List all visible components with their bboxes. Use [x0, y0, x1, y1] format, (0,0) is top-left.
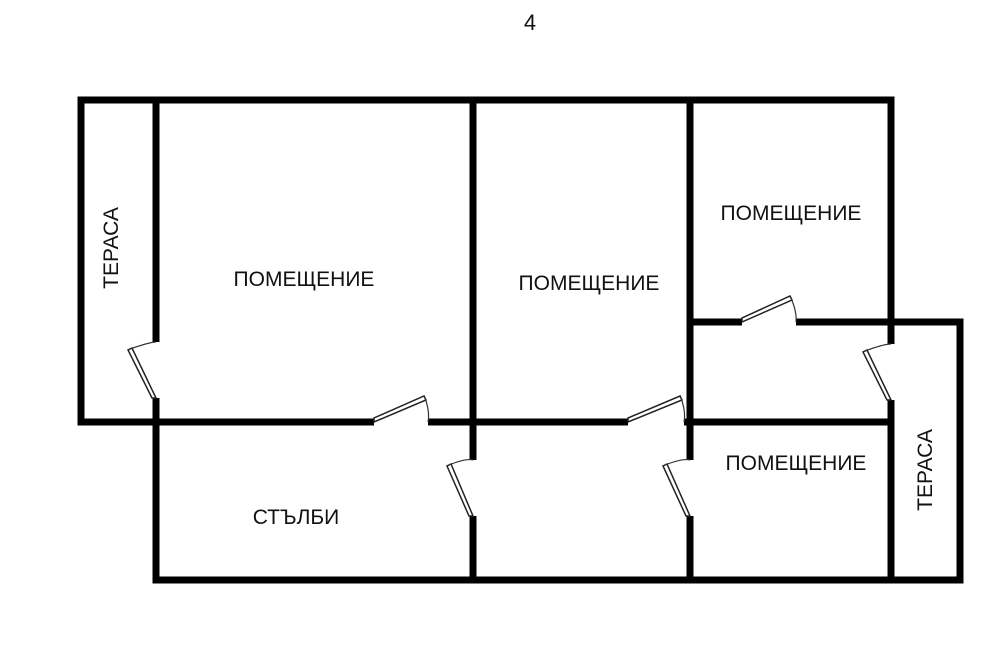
door-terrace-right	[861, 343, 893, 401]
room-top-right-label: ПОМЕЩЕНИЕ	[721, 202, 862, 225]
door-terrace-left	[126, 341, 158, 399]
door-room-large	[373, 395, 430, 424]
stairs-label: СТЪЛБИ	[253, 506, 340, 529]
terrace-left-label: ТЕРАСА	[100, 207, 123, 289]
upper-block-wall	[77, 96, 895, 426]
walls	[77, 96, 964, 584]
room-middle-label: ПОМЕЩЕНИЕ	[519, 272, 660, 295]
floor-number: 4	[524, 10, 536, 35]
room-bottom-right-label: ПОМЕЩЕНИЕ	[726, 452, 867, 475]
door-room-top-right	[741, 295, 797, 324]
room-large-label: ПОМЕЩЕНИЕ	[234, 268, 375, 291]
door-stairs	[446, 458, 475, 517]
door-room-bottom-right	[662, 458, 692, 517]
door-room-middle	[627, 395, 686, 424]
door-gaps	[151, 317, 896, 516]
doors	[126, 295, 893, 517]
terrace-right-label: ТЕРАСА	[914, 429, 937, 511]
